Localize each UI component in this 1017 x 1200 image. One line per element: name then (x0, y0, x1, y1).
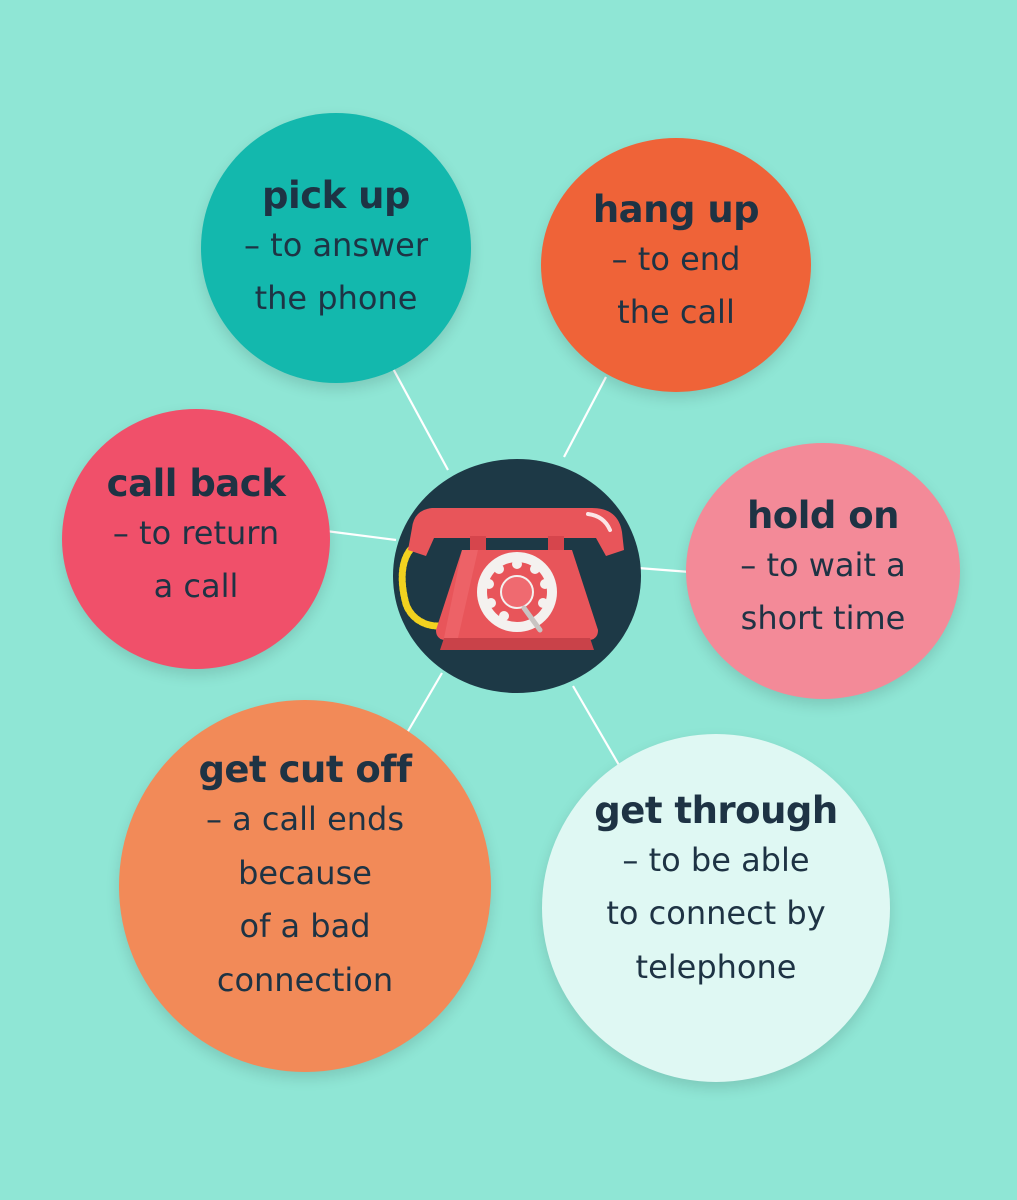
definition-get-cut-off: – a call ends because of a bad connectio… (205, 799, 405, 1000)
connector-get-cut-off (403, 672, 443, 739)
definition-hold-on: – to wait a short time (740, 545, 906, 638)
definition-hang-up: – to end the call (611, 239, 741, 332)
hub-circle (393, 459, 641, 693)
connector-hang-up (563, 376, 607, 458)
bubble-call-back: call back – to return a call (62, 409, 330, 669)
definition-pick-up: – to answer the phone (243, 225, 429, 318)
bubble-hold-on: hold on – to wait a short time (686, 443, 960, 699)
term-pick-up: pick up (262, 173, 410, 217)
term-call-back: call back (106, 461, 286, 505)
definition-get-through: – to be able to connect by telephone (606, 840, 826, 987)
term-get-cut-off: get cut off (198, 748, 412, 792)
bubble-get-cut-off: get cut off – a call ends because of a b… (119, 700, 491, 1072)
bubble-get-through: get through – to be able to connect by t… (542, 734, 890, 1082)
rotary-telephone-icon (398, 508, 624, 650)
term-hang-up: hang up (592, 187, 760, 231)
connector-hold-on (637, 566, 691, 574)
term-get-through: get through (594, 789, 838, 833)
bubble-hang-up: hang up – to end the call (541, 138, 811, 392)
connector-pick-up (389, 362, 449, 471)
term-hold-on: hold on (746, 493, 900, 537)
definition-call-back: – to return a call (112, 513, 280, 606)
bubble-pick-up: pick up – to answer the phone (201, 113, 471, 383)
connector-call-back (325, 529, 397, 542)
